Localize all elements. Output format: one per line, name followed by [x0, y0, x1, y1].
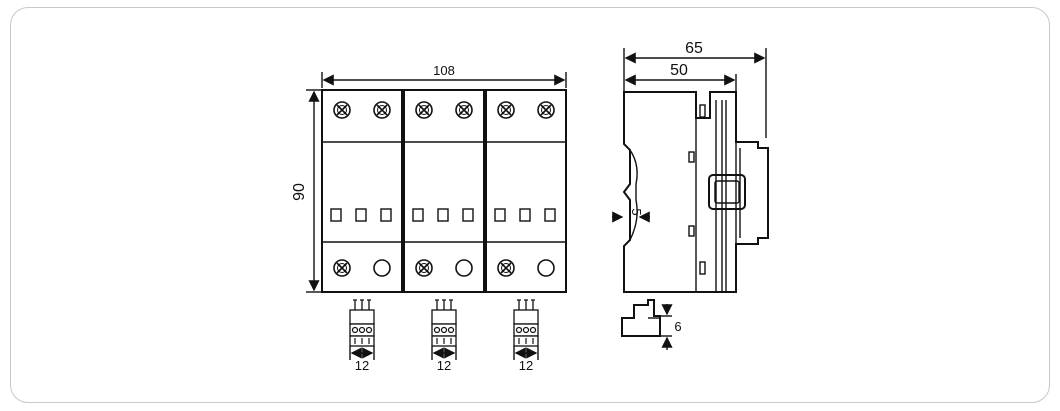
screw-terminal-icon: [497, 101, 515, 119]
side-plug-connector: 6: [621, 299, 682, 350]
screw-terminal-icon: [333, 101, 351, 119]
front-view: 108 90: [291, 63, 567, 373]
side-body-outline: [622, 91, 769, 293]
pole-1: [321, 89, 403, 293]
screw-terminal-icon: [537, 101, 555, 119]
screw-terminal-icon: [415, 259, 433, 277]
indicator-window-icon: [519, 208, 531, 222]
indicator-window-icon: [380, 208, 392, 222]
depth-dimension-label: 65: [685, 40, 703, 57]
pole-3: [485, 89, 567, 293]
open-terminal-icon: [455, 259, 473, 277]
open-terminal-icon: [537, 259, 555, 277]
plug-dimension-label: 6: [674, 319, 681, 334]
screw-terminal-icon: [415, 101, 433, 119]
terminal-width-label-2: 12: [437, 358, 451, 373]
plug-connector-3: 12: [513, 299, 539, 373]
terminal-width-label-1: 12: [355, 358, 369, 373]
screw-terminal-icon: [333, 259, 351, 277]
pole-1-body: [321, 89, 403, 293]
indicator-window-icon: [412, 208, 424, 222]
indicator-window-icon: [355, 208, 367, 222]
screw-terminal-icon: [373, 101, 391, 119]
plug-connector-icon: [431, 299, 457, 347]
plug-connector-1: 12: [349, 299, 375, 373]
side-view: 65 50 5: [612, 40, 769, 350]
indicator-window-icon: [462, 208, 474, 222]
rail-dimension-label: 5: [629, 208, 644, 215]
handle-icon: [708, 174, 746, 210]
inner-depth-dimension-label: 50: [670, 62, 688, 79]
pole-2-body: [403, 89, 485, 293]
width-dimension-label: 108: [433, 63, 455, 78]
height-dimension-label: 90: [291, 183, 308, 201]
indicator-window-icon: [494, 208, 506, 222]
pole-3-body: [485, 89, 567, 293]
indicator-window-icon: [544, 208, 556, 222]
open-terminal-icon: [373, 259, 391, 277]
screw-terminal-icon: [455, 101, 473, 119]
pole-2: [403, 89, 485, 293]
plug-connector-icon: [513, 299, 539, 347]
plug-connector-icon: [349, 299, 375, 347]
screw-terminal-icon: [497, 259, 515, 277]
din-rail-clip: [629, 149, 638, 241]
plug-connector-2: 12: [431, 299, 457, 373]
indicator-window-icon: [437, 208, 449, 222]
terminal-width-label-3: 12: [519, 358, 533, 373]
indicator-window-icon: [330, 208, 342, 222]
